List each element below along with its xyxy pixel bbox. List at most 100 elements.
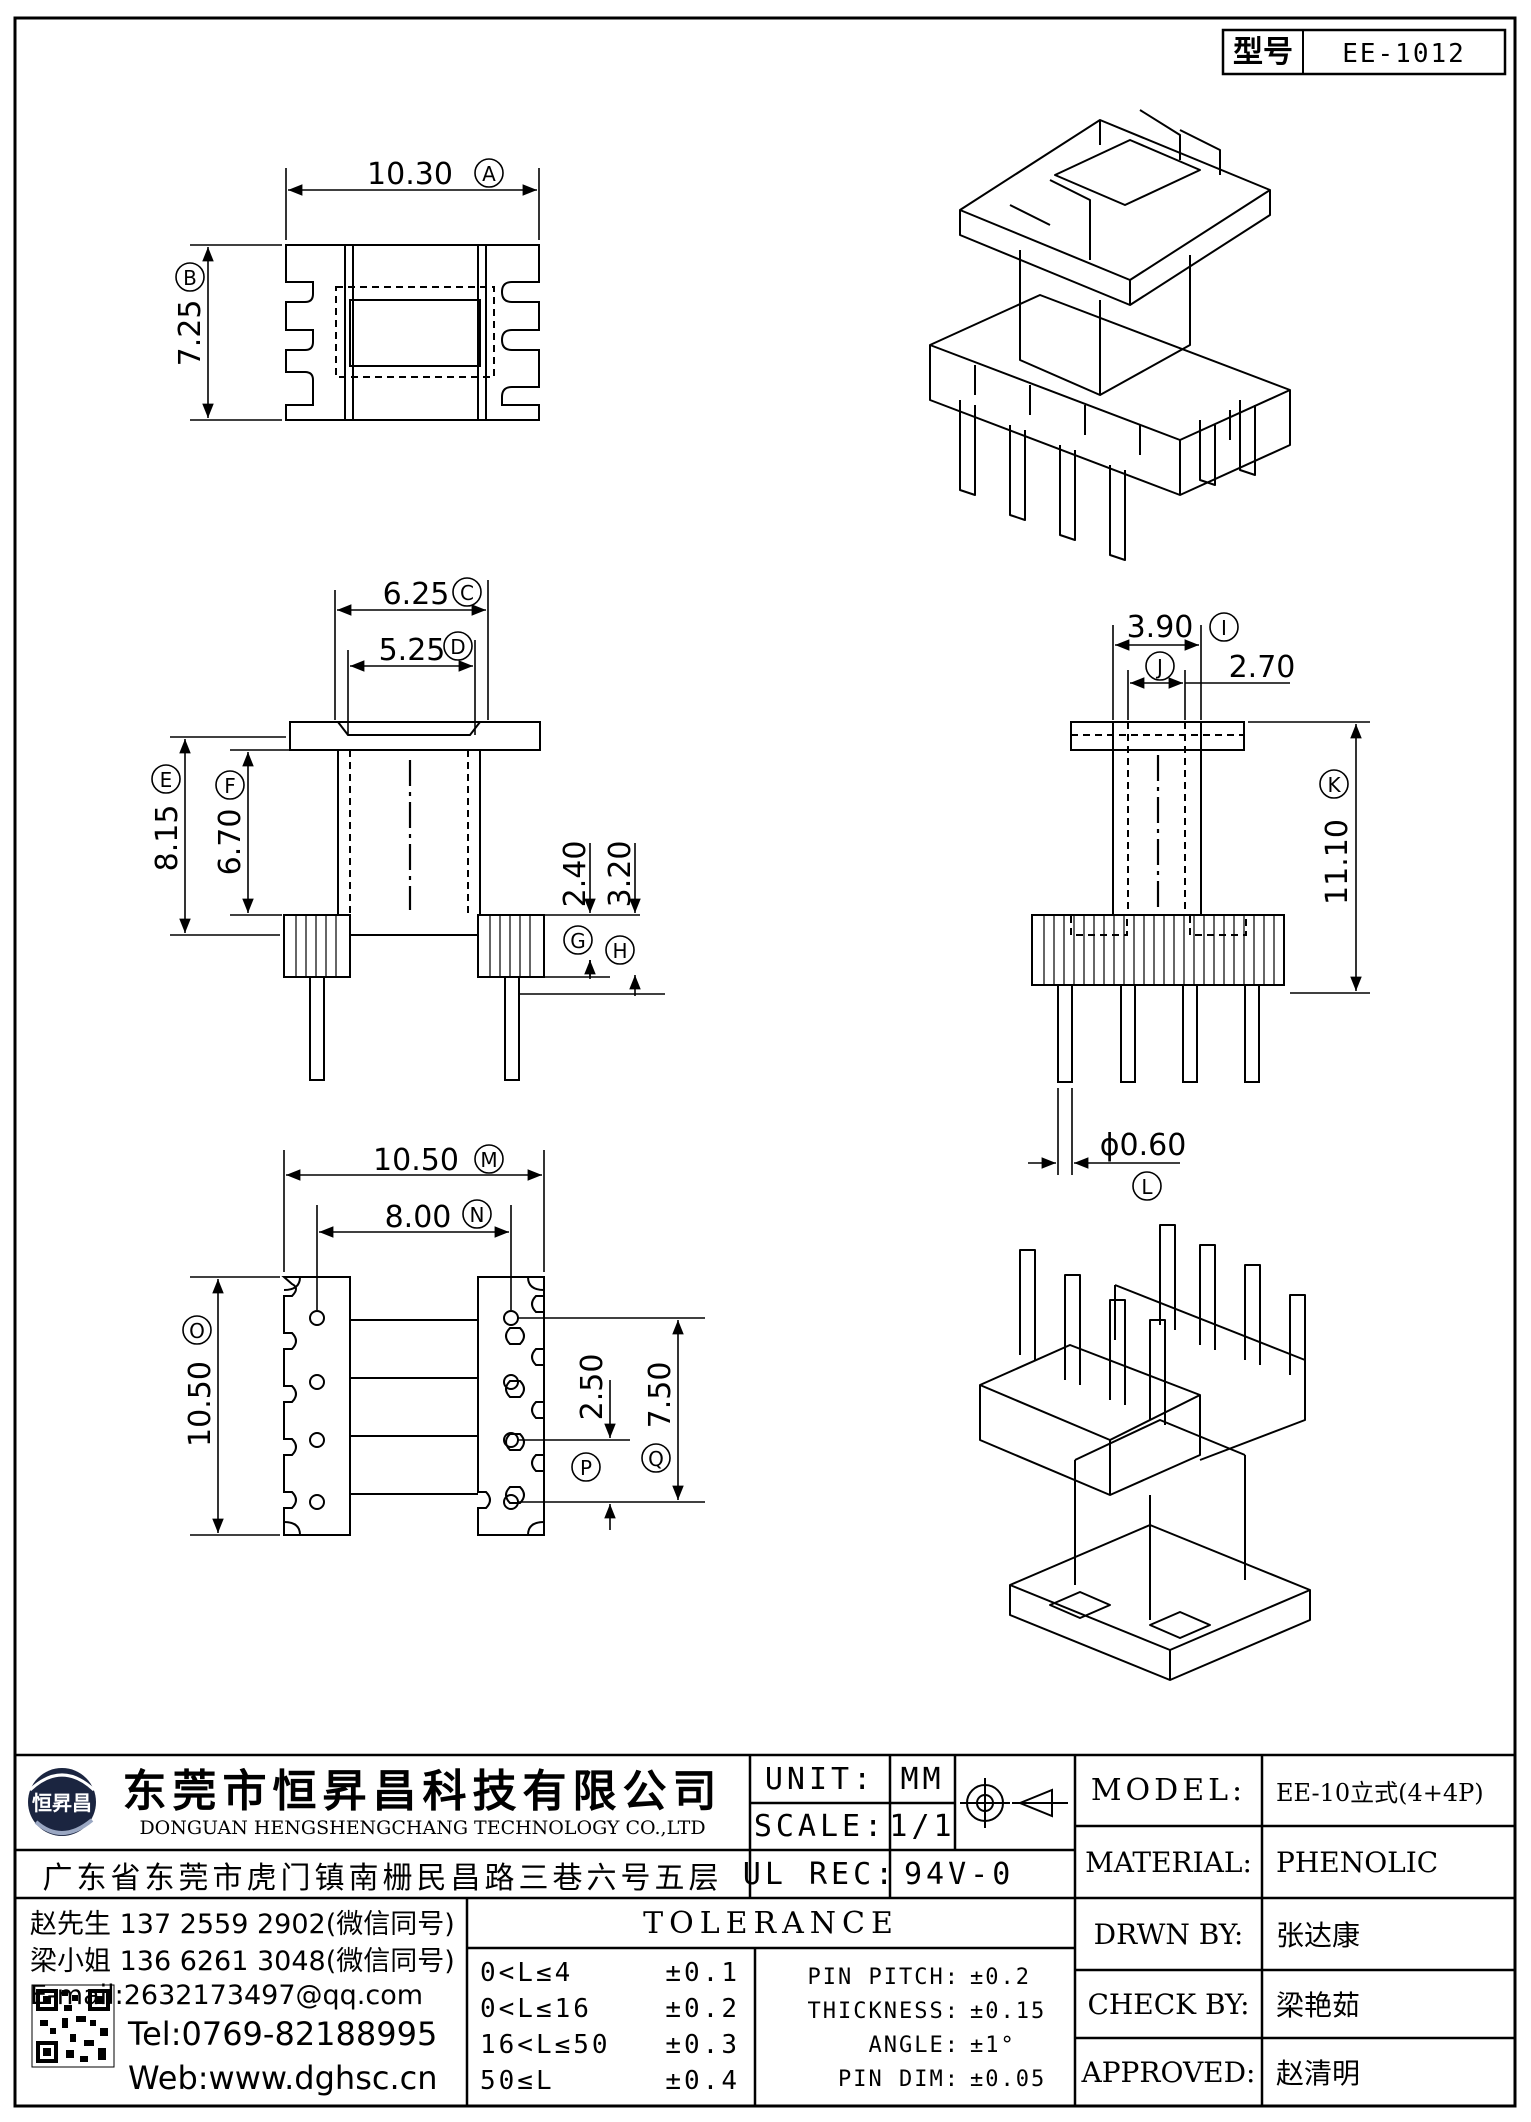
dim-pin-span: 7.50	[643, 1362, 678, 1429]
tolerance-title: TOLERANCE	[643, 1905, 899, 1941]
material-value: PHENOLIC	[1276, 1845, 1439, 1879]
header-model-value: EE-1012	[1342, 39, 1466, 69]
iso-view-bottom	[979, 1224, 1311, 1681]
model-value: EE-10立式(4+4P)	[1276, 1779, 1484, 1807]
contact-web: Web:www.dghsc.cn	[128, 2059, 438, 2097]
side-view-dims	[1028, 625, 1370, 1175]
title-block-grid	[15, 1753, 1515, 2106]
dim-front-inner: 5.25	[379, 633, 446, 668]
tolerance-row: 0<L≤4 ±0.1	[480, 1955, 740, 1991]
material-label: MATERIAL:	[1085, 1845, 1252, 1879]
tolerance-extra-table: PIN PITCH: ±0.2 THICKNESS: ±0.15 ANGLE:±1°…	[762, 1960, 1070, 2100]
bottom-view-dims	[190, 1150, 705, 1536]
contact-email: E-mail:2632173497@qq.com	[30, 1979, 424, 2011]
scale-label: SCALE:	[753, 1809, 887, 1844]
unit-label: UNIT:	[764, 1761, 876, 1797]
dim-mark-q: Q	[648, 1447, 664, 1471]
dim-mark-m: M	[480, 1148, 497, 1172]
company-name-cn: 东莞市恒昇昌科技有限公司	[122, 1766, 723, 1817]
tolerance-extra-value: ±0.2	[970, 1964, 1031, 1990]
dim-bottom-height: 10.50	[183, 1361, 218, 1447]
tolerance-range: 50≤L	[480, 2066, 555, 2096]
dim-mark-k: K	[1327, 773, 1341, 797]
tolerance-extra-label: PIN DIM:	[838, 2066, 960, 2092]
dim-side-height: 11.10	[1320, 819, 1355, 905]
dim-pin-dia: ϕ0.60	[1100, 1128, 1187, 1163]
front-view	[283, 721, 545, 1081]
dim-side-inner: 2.70	[1229, 650, 1296, 685]
tolerance-row: 16<L≤50 ±0.3	[480, 2027, 740, 2063]
dim-mark-j: J	[1155, 655, 1163, 679]
dim-bottom-width: 10.50	[373, 1143, 459, 1178]
sheet-border	[13, 16, 1517, 2108]
company-name-en: DONGUAN HENGSHENGCHANG TECHNOLOGY CO.,LT…	[139, 1817, 706, 1839]
tolerance-row: 0<L≤16 ±0.2	[480, 1991, 740, 2027]
unit-value: MM	[900, 1761, 945, 1797]
contact-line-1: 赵先生 137 2559 2902(微信同号)	[30, 1908, 455, 1940]
dim-mark-d: D	[450, 635, 465, 659]
tolerance-extra-value: ±0.15	[970, 1998, 1047, 2024]
dim-front-total-h: 8.15	[150, 805, 185, 872]
tolerance-extra-value: ±1°	[970, 2032, 1016, 2058]
dim-side-outer: 3.90	[1127, 610, 1194, 645]
tolerance-range: 0<L≤16	[480, 1994, 592, 2024]
header-model-box: 型号 EE-1012	[1221, 28, 1507, 76]
top-view-dims	[190, 168, 540, 421]
dim-mark-e: E	[160, 768, 173, 792]
tolerance-table: 0<L≤4 ±0.1 0<L≤16 ±0.2 16<L≤50 ±0.3 50≤L ±0.…	[480, 1955, 755, 2100]
tolerance-value: ±0.3	[665, 2030, 740, 2060]
dim-bottom-inner: 8.00	[385, 1200, 452, 1235]
dim-pin-pitch: 2.50	[575, 1354, 610, 1421]
drawn-by-value: 张达康	[1276, 1919, 1361, 1952]
tolerance-extra-label: THICKNESS:	[807, 1998, 960, 2024]
tolerance-range: 0<L≤4	[480, 1958, 574, 1988]
bottom-view	[281, 1276, 545, 1536]
check-by-label: CHECK BY:	[1087, 1987, 1250, 2021]
dim-top-width: 10.30	[367, 157, 453, 192]
scale-value: 1/1	[889, 1809, 956, 1844]
qr-code	[31, 1984, 115, 2068]
approved-value: 赵清明	[1276, 2057, 1361, 2090]
tolerance-extra-row: ANGLE:±1°	[762, 2028, 1070, 2062]
dim-mark-h: H	[612, 939, 627, 963]
dim-top-height: 7.25	[173, 300, 208, 367]
tolerance-value: ±0.4	[665, 2066, 740, 2096]
ul-rec-label: UL REC:	[742, 1856, 898, 1892]
tolerance-value: ±0.1	[665, 1958, 740, 1988]
projection-symbol-icon	[960, 1778, 1068, 1828]
dim-flange-a: 2.40	[558, 841, 593, 908]
tolerance-extra-label: PIN PITCH:	[807, 1964, 960, 1990]
contact-line-2: 梁小姐 136 6261 3048(微信同号)	[30, 1945, 455, 1977]
front-view-dims	[170, 580, 665, 996]
tolerance-extra-row: PIN DIM: ±0.05	[762, 2062, 1070, 2096]
tolerance-extra-value: ±0.05	[970, 2066, 1047, 2092]
dim-mark-a: A	[482, 162, 496, 186]
dim-mark-p: P	[580, 1456, 592, 1480]
dim-flange-b: 3.20	[603, 841, 638, 908]
logo-text: 恒昇昌	[32, 1791, 92, 1815]
drawn-by-label: DRWN BY:	[1093, 1917, 1244, 1951]
tolerance-range: 16<L≤50	[480, 2030, 611, 2060]
dim-mark-n: N	[470, 1203, 485, 1227]
dim-mark-o: O	[189, 1319, 205, 1343]
header-model-label: 型号	[1233, 35, 1293, 70]
dim-front-outer: 6.25	[383, 577, 450, 612]
dim-mark-l: L	[1141, 1175, 1153, 1199]
tolerance-extra-row: THICKNESS: ±0.15	[762, 1994, 1070, 2028]
tolerance-value: ±0.2	[665, 1994, 740, 2024]
dim-mark-c: C	[460, 581, 474, 605]
dim-mark-i: I	[1221, 616, 1227, 640]
company-address: 广东省东莞市虎门镇南栅民昌路三巷六号五层	[42, 1861, 723, 1896]
tolerance-extra-row: PIN PITCH: ±0.2	[762, 1960, 1070, 1994]
side-view	[1031, 721, 1285, 1083]
approved-label: APPROVED:	[1081, 2055, 1256, 2089]
company-logo: 恒昇昌	[28, 1768, 96, 1836]
dim-mark-f: F	[224, 774, 236, 798]
iso-view-top	[929, 109, 1291, 561]
ul-rec-value: 94V-0	[904, 1856, 1015, 1892]
model-label: MODEL:	[1090, 1773, 1247, 1808]
dim-mark-b: B	[183, 266, 197, 290]
tolerance-row: 50≤L ±0.4	[480, 2063, 740, 2099]
dim-mark-g: G	[570, 929, 586, 953]
